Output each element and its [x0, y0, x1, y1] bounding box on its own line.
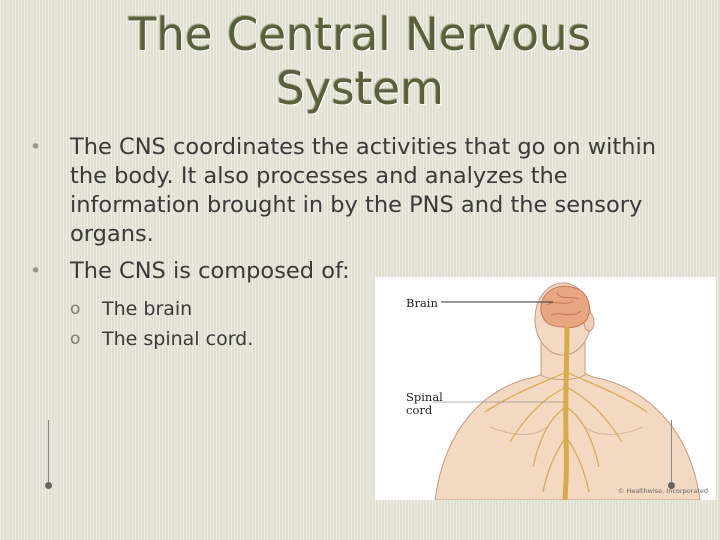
brain-label: Brain [406, 296, 438, 310]
bullet-text: The CNS coordinates the activities that … [70, 134, 656, 247]
image-credit: © Healthwise, Incorporated [617, 487, 708, 495]
bullet-item-cns-function: • The CNS coordinates the activities tha… [30, 133, 680, 249]
spinal-cord-label-line2: cord [406, 403, 433, 417]
spinal-cord-shape [562, 326, 570, 500]
brain-shape [540, 285, 590, 328]
bullet-marker: • [30, 136, 42, 158]
slide-title: The Central Nervous System [70, 8, 650, 116]
title-line-1: The Central Nervous [128, 8, 592, 61]
sub-item-brain: o The brain [70, 294, 680, 324]
sub-marker: o [70, 299, 81, 319]
body-illustration [433, 282, 701, 500]
sub-item-spinal-cord: o The spinal cord. [70, 324, 680, 354]
bullet-marker: • [30, 260, 42, 282]
corner-line-left [48, 420, 49, 482]
corner-dot-left [45, 482, 52, 489]
sub-marker: o [70, 329, 81, 349]
bullet-list: • The CNS coordinates the activities tha… [30, 133, 680, 354]
title-line-2: System [276, 62, 444, 115]
sub-item-text: The spinal cord. [102, 328, 254, 350]
sub-item-text: The brain [102, 298, 193, 320]
bullet-item-cns-composition: • The CNS is composed of: [30, 257, 680, 286]
corner-dot-right [668, 482, 675, 489]
spinal-cord-label-line1: Spinal [406, 390, 443, 404]
corner-line-right [671, 420, 672, 482]
bullet-text: The CNS is composed of: [70, 258, 350, 284]
cns-anatomy-figure: Brain Spinal cord © Healthwise, Incorpor… [375, 277, 716, 500]
nerve-branches [484, 371, 648, 493]
